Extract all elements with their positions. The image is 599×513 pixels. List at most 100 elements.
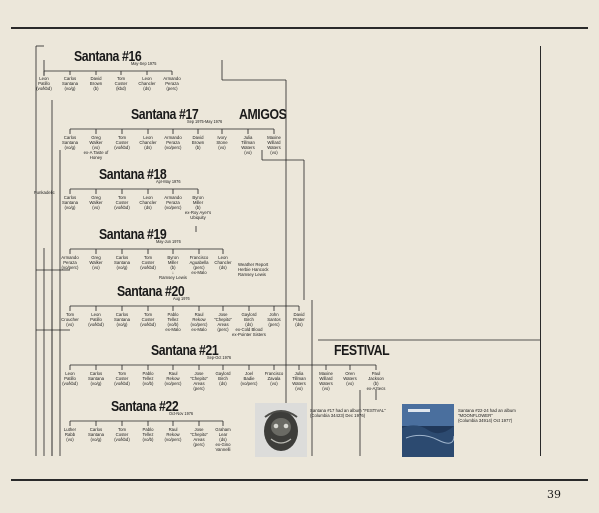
member-line: (perc): [193, 442, 205, 447]
right-border-line: [540, 46, 541, 456]
member-line: Badie: [243, 376, 255, 381]
member-line: "Chepito": [190, 376, 208, 381]
member-line: Chancler: [214, 260, 232, 265]
album-title-17: AMIGOS: [239, 106, 287, 123]
member-line: Ivory: [217, 135, 227, 140]
member-line: Tom: [116, 76, 126, 81]
lineup-21-title: Santana #21: [151, 342, 219, 359]
member-line: Santana: [61, 81, 78, 86]
member-line: (vo/b): [142, 437, 154, 442]
lineup-18-date: Apr-May 1976: [156, 179, 181, 184]
member-line: (vo/b): [142, 381, 154, 386]
member-line: Pablo: [142, 427, 154, 432]
moonflower-album-cover: [402, 404, 455, 457]
member-line: Raul: [194, 312, 204, 317]
lineup-19-date: May-Jun 1976: [156, 239, 181, 244]
member-line: Santana: [61, 200, 78, 205]
member-line: (ds): [219, 437, 227, 442]
member-line: Tom: [143, 312, 153, 317]
member-line: (vo/perc): [61, 265, 79, 270]
member-line: ex-Malo: [191, 327, 207, 332]
moonflower-note-line-2: "MOONFLOWER": [458, 413, 493, 418]
member-line: Tom: [117, 195, 127, 200]
member-line: Carlos: [63, 135, 77, 140]
member-line: Armando: [61, 255, 79, 260]
lineup-20-title: Santana #20: [117, 283, 185, 300]
member-line: Greg: [91, 135, 101, 140]
member-line: Brown: [191, 140, 205, 145]
member-line: (b): [170, 265, 176, 270]
member-line: (b): [93, 86, 99, 91]
member-line: (vo): [218, 145, 226, 150]
note-line: Herbie Hancock: [238, 267, 269, 272]
member-line: Tom: [143, 255, 153, 260]
member-line: Santana: [61, 140, 78, 145]
member-line: David: [90, 76, 102, 81]
member-line: Gaylord: [241, 312, 257, 317]
member-line: (ds): [144, 205, 152, 210]
lineup-20-member: Jose"Chepito"Areas(perc): [206, 312, 240, 332]
festival-note-line-2: (Columbia 34423) Dec 1976): [310, 413, 366, 418]
member-line: (perc): [166, 86, 178, 91]
member-line: (perc): [193, 386, 205, 391]
member-line: David: [293, 312, 305, 317]
member-line: Jose: [194, 427, 204, 432]
member-line: Ubiquity: [190, 215, 206, 220]
member-line: (vo/g): [64, 205, 76, 210]
festival-note-line-1: Santana #17 had an album "FESTIVAL": [310, 408, 386, 413]
top-rule: [11, 27, 588, 29]
member-line: ex-Cold Blood: [235, 327, 263, 332]
member-line: Tellez: [167, 317, 179, 322]
lineup-19-title: Santana #19: [99, 226, 167, 243]
note-line: Ramsey Lewis: [238, 272, 266, 277]
funkadelic-label: Funkadelic: [34, 190, 55, 195]
member-line: Patillo: [90, 317, 102, 322]
festival-album-cover: [255, 403, 307, 457]
member-line: Julia: [294, 371, 304, 376]
member-line: (vo): [92, 145, 100, 150]
member-line: (ds): [143, 86, 151, 91]
member-line: Tillman: [292, 376, 306, 381]
member-line: Prater: [293, 317, 305, 322]
member-line: Tom: [117, 427, 127, 432]
member-line: Luther: [63, 427, 77, 432]
member-line: Jose: [218, 312, 228, 317]
member-line: Francisco: [264, 371, 284, 376]
member-line: Waters: [292, 381, 306, 386]
member-line: Patillo: [64, 376, 76, 381]
member-line: (vo/perc): [190, 322, 208, 327]
member-line: Aguabella: [189, 260, 209, 265]
member-line: Armando: [163, 76, 181, 81]
member-line: (vo/kbd): [88, 322, 104, 327]
member-line: Patillo: [38, 81, 50, 86]
member-line: Waters: [343, 376, 357, 381]
member-line: (vo/perc): [164, 145, 182, 150]
lineup-16-title: Santana #16: [74, 48, 142, 65]
member-line: Paul: [371, 371, 381, 376]
member-line: Gaylord: [215, 371, 231, 376]
